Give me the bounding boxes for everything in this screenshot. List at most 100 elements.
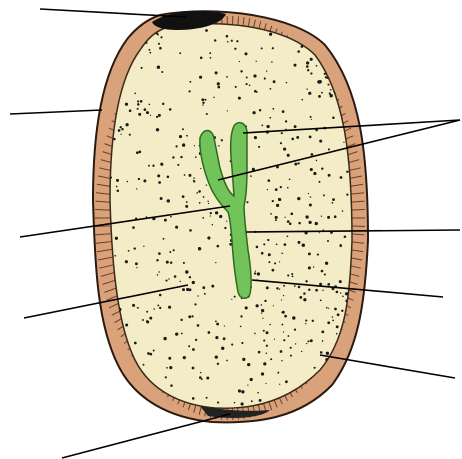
stipple-dot — [290, 212, 293, 215]
stipple-dot — [192, 348, 195, 351]
stipple-dot — [268, 253, 271, 256]
leader-line-micropyle — [62, 414, 230, 458]
stipple-dot — [179, 135, 182, 138]
stipple-dot — [184, 174, 186, 176]
stipple-dot — [195, 339, 197, 341]
stipple-dot — [287, 187, 289, 189]
stipple-dot — [168, 357, 171, 360]
stipple-dot — [241, 342, 243, 344]
stipple-dot — [136, 188, 137, 189]
stipple-dot — [276, 204, 279, 207]
stipple-dot — [187, 135, 188, 136]
stipple-dot — [281, 132, 283, 134]
stipple-dot — [197, 295, 198, 296]
stipple-dot — [158, 181, 161, 184]
stipple-dot — [125, 103, 128, 106]
stipple-dot — [200, 372, 201, 373]
stipple-dot — [301, 45, 304, 48]
stipple-dot — [281, 324, 283, 326]
stipple-dot — [340, 44, 342, 46]
stipple-dot — [302, 244, 305, 247]
stipple-dot — [329, 92, 331, 94]
stipple-dot — [251, 400, 253, 402]
stipple-dot — [202, 286, 205, 289]
stipple-dot — [297, 51, 298, 52]
stipple-dot — [328, 148, 330, 150]
stipple-dot — [115, 237, 118, 240]
stipple-dot — [200, 57, 203, 60]
stipple-dot — [143, 364, 145, 366]
stipple-dot — [127, 181, 129, 183]
stipple-dot — [149, 353, 152, 356]
stipple-dot — [302, 99, 304, 101]
stipple-dot — [169, 366, 172, 369]
stipple-dot — [268, 261, 270, 263]
stipple-dot — [148, 165, 150, 167]
stipple-dot — [337, 313, 340, 316]
stipple-dot — [183, 262, 185, 264]
stipple-dot — [116, 179, 119, 182]
stipple-dot — [107, 382, 109, 384]
stipple-dot — [334, 42, 337, 45]
stipple-dot — [250, 175, 252, 177]
stipple-dot — [204, 293, 206, 295]
stipple-dot — [188, 315, 191, 318]
stipple-dot — [272, 200, 274, 202]
stipple-dot — [256, 246, 259, 249]
stipple-dot — [226, 220, 227, 221]
stipple-dot — [172, 156, 174, 158]
stipple-dot — [182, 143, 185, 146]
stipple-dot — [320, 351, 323, 354]
stipple-dot — [254, 272, 256, 274]
stipple-dot — [191, 315, 193, 317]
stipple-dot — [152, 165, 154, 167]
stipple-dot — [261, 304, 263, 306]
stipple-dot — [281, 299, 282, 300]
stipple-dot — [146, 111, 149, 114]
stipple-dot — [110, 397, 113, 400]
stipple-dot — [332, 320, 334, 322]
stipple-dot — [150, 115, 151, 116]
stipple-dot — [284, 243, 287, 246]
stipple-dot — [317, 33, 320, 36]
stipple-dot — [157, 174, 160, 177]
stipple-dot — [206, 113, 208, 115]
stipple-dot — [208, 203, 209, 204]
stipple-dot — [241, 390, 244, 393]
stipple-dot — [136, 151, 139, 154]
stipple-dot — [135, 262, 138, 265]
stipple-dot — [166, 367, 168, 369]
stipple-dot — [294, 125, 297, 128]
stipple-dot — [160, 36, 162, 38]
stipple-dot — [301, 351, 302, 352]
stipple-dot — [341, 310, 343, 312]
stipple-dot — [156, 259, 158, 261]
stipple-dot — [319, 283, 322, 286]
stipple-dot — [189, 174, 192, 177]
stipple-dot — [315, 289, 318, 292]
stipple-dot — [131, 389, 134, 392]
stipple-dot — [253, 74, 256, 77]
stipple-dot — [280, 350, 283, 353]
stipple-dot — [215, 320, 217, 322]
stipple-dot — [116, 186, 118, 188]
stipple-dot — [306, 88, 307, 89]
stipple-dot — [199, 76, 202, 79]
stipple-dot — [238, 389, 241, 392]
stipple-dot — [210, 212, 212, 214]
stipple-dot — [166, 261, 169, 264]
stipple-dot — [267, 239, 269, 241]
stipple-dot — [146, 311, 148, 313]
stipple-dot — [208, 331, 211, 334]
stipple-dot — [328, 84, 330, 86]
stipple-dot — [261, 312, 262, 313]
stipple-dot — [307, 340, 309, 342]
stipple-dot — [306, 343, 307, 344]
stipple-dot — [310, 58, 313, 61]
stipple-dot — [109, 394, 112, 397]
stipple-dot — [328, 174, 331, 177]
stipple-dot — [241, 402, 244, 405]
stipple-dot — [319, 232, 320, 233]
stipple-dot — [263, 362, 266, 365]
